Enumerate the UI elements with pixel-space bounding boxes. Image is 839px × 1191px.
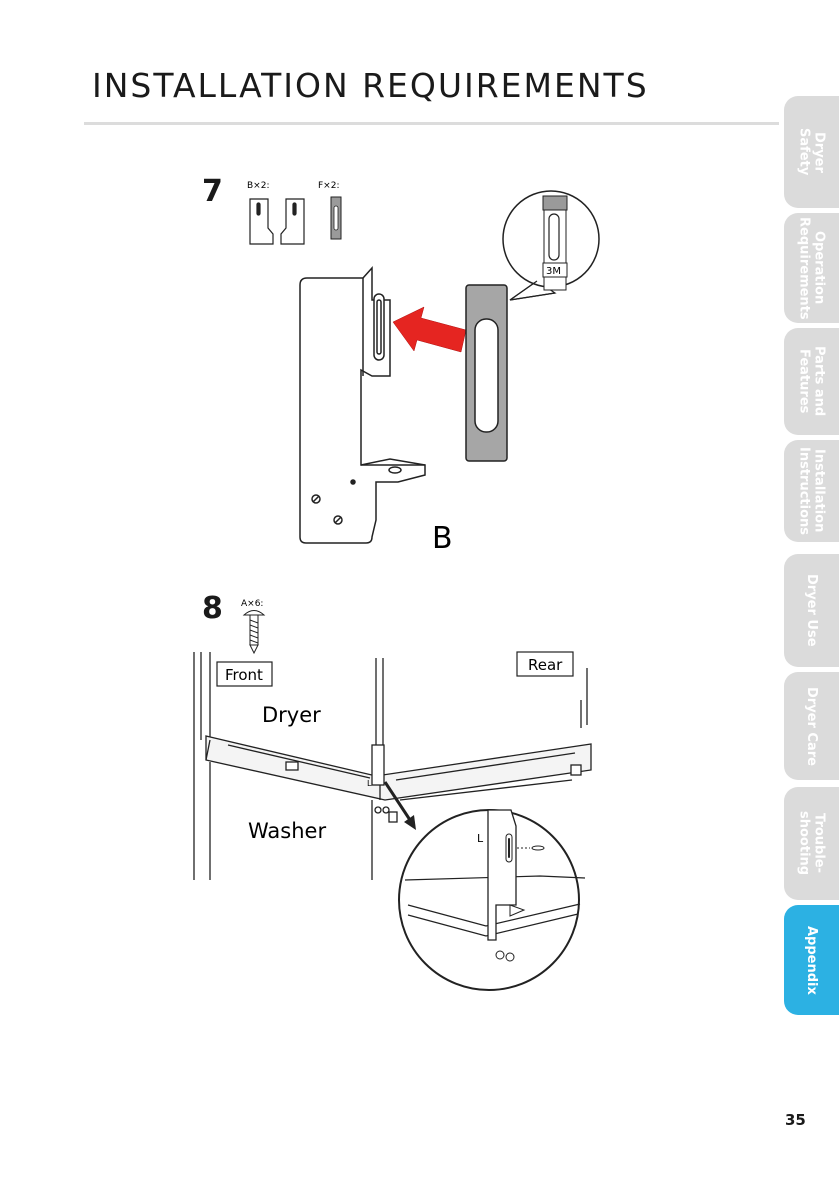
bracket-side-label: L xyxy=(367,779,372,788)
part-a-qty: A×6: xyxy=(241,599,263,609)
washer-label: Washer xyxy=(248,819,326,843)
rear-label: Rear xyxy=(528,656,563,674)
detail-circle xyxy=(399,810,585,990)
screw-thumbnail xyxy=(244,611,264,654)
page-number: 35 xyxy=(785,1111,806,1129)
dryer-label: Dryer xyxy=(262,703,321,727)
front-label: Front xyxy=(225,666,263,684)
detail-bracket-label: L xyxy=(477,832,484,845)
